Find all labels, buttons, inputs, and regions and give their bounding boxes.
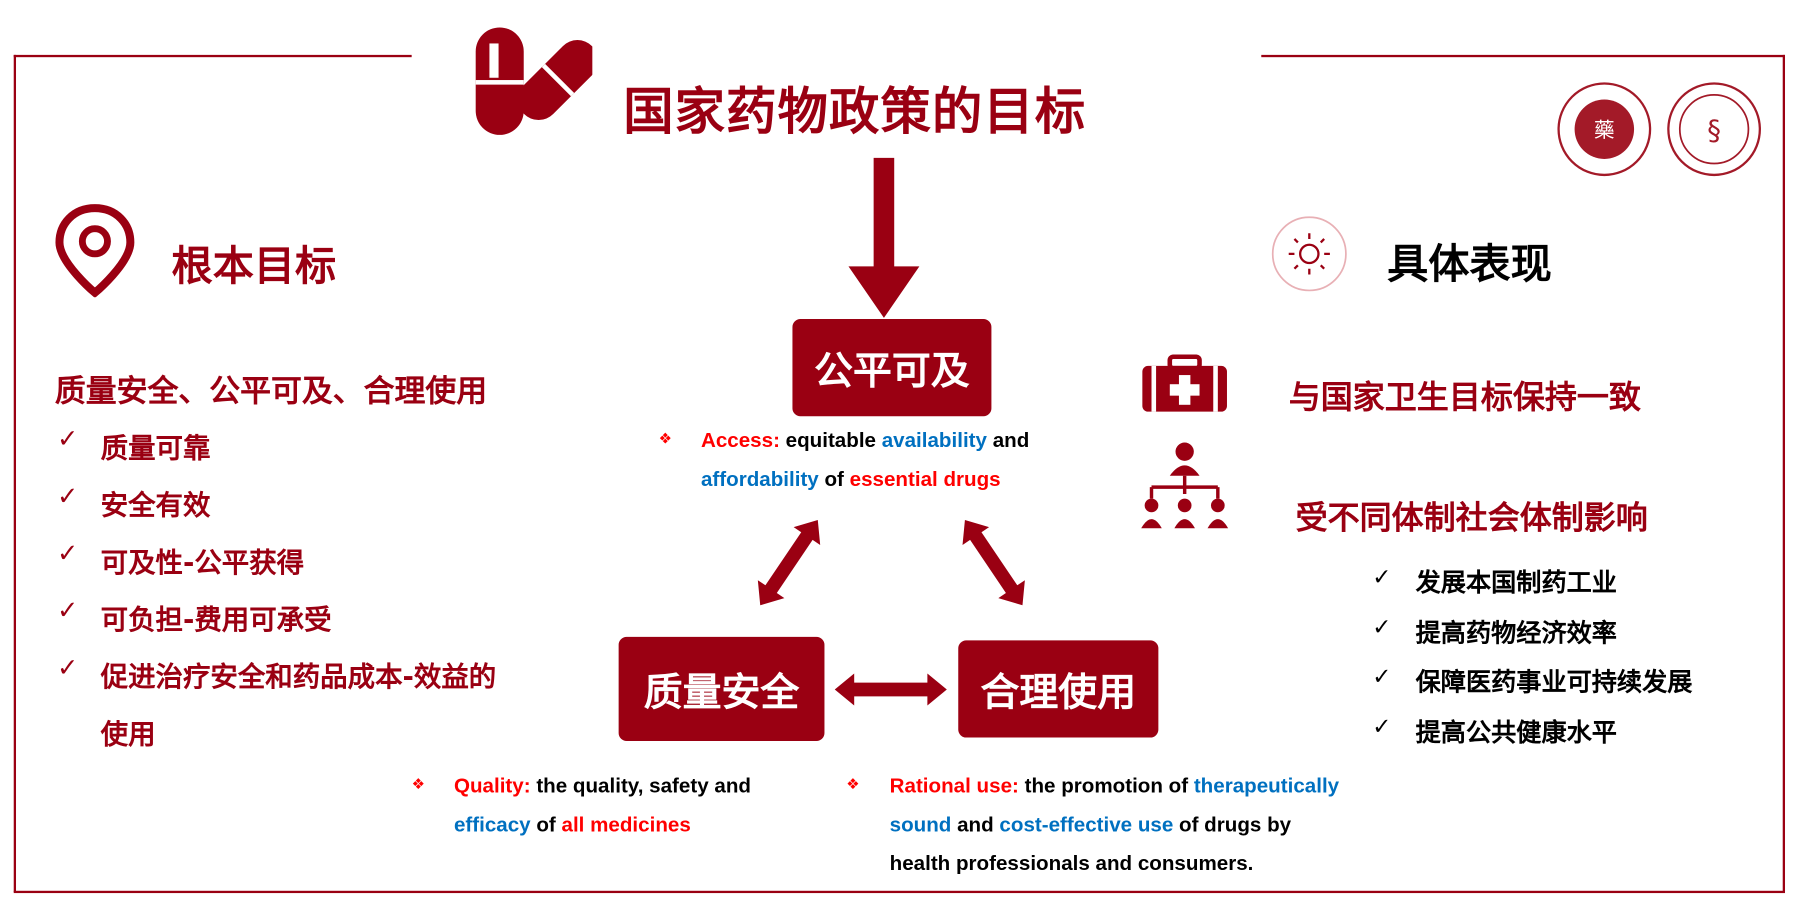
left-list-item: 促进治疗安全和药品成本-效益的 xyxy=(100,660,497,693)
access-text: Access: equitable availability and affor… xyxy=(700,428,1030,491)
left-list-item: 安全有效 xyxy=(100,489,211,522)
frame-top-left xyxy=(13,54,412,57)
left-double-arrow xyxy=(757,519,821,606)
check-icon: ✓ xyxy=(57,654,79,683)
medkit-icon xyxy=(1142,354,1227,412)
frame-right xyxy=(1782,54,1786,892)
bullet-icon: ❖ xyxy=(658,431,672,449)
access-box: 公平可及 xyxy=(792,319,992,417)
check-icon: ✓ xyxy=(57,482,79,512)
check-icon: ✓ xyxy=(1372,711,1392,740)
frame-top-right xyxy=(1261,54,1786,57)
org-chart-icon xyxy=(1141,442,1229,529)
check-icon: ✓ xyxy=(1372,662,1392,690)
check-icon: ✓ xyxy=(57,425,79,454)
down-arrow xyxy=(848,157,920,318)
svg-text:藥: 藥 xyxy=(1594,118,1615,142)
frame-left xyxy=(13,54,16,892)
right-heading: 具体表现 xyxy=(1387,241,1552,289)
right-list-item: 提高公共健康水平 xyxy=(1415,718,1617,748)
right-list-item: 提高药物经济效率 xyxy=(1415,619,1617,648)
left-subtitle: 质量安全、公平可及、合理使用 xyxy=(54,373,488,410)
rational-text: Rational use: the promotion of therapeut… xyxy=(889,774,1340,875)
left-list-item: 使用 xyxy=(100,718,156,751)
bullet-icon: ❖ xyxy=(411,776,425,794)
map-pin-icon xyxy=(55,204,135,298)
check-icon: ✓ xyxy=(1372,562,1392,591)
page-title: 国家药物政策的目标 xyxy=(623,83,1087,142)
ircma-logo: § xyxy=(1667,82,1761,177)
left-heading: 根本目标 xyxy=(171,243,337,291)
horizontal-double-arrow xyxy=(834,673,947,706)
sun-icon xyxy=(1271,216,1347,292)
quality-text: Quality: the quality, safety and efficac… xyxy=(453,774,751,836)
check-icon: ✓ xyxy=(57,539,79,569)
quality-box: 质量安全 xyxy=(618,636,825,741)
right-list-item: 发展本国制药工业 xyxy=(1415,569,1617,599)
rational-box: 合理使用 xyxy=(958,640,1159,738)
frame-bottom xyxy=(13,890,1786,893)
right-line2: 受不同体制社会体制影响 xyxy=(1295,498,1648,537)
bullet-icon: ❖ xyxy=(846,776,860,794)
right-line1: 与国家卫生目标保持一致 xyxy=(1288,378,1641,417)
check-icon: ✓ xyxy=(1372,612,1392,640)
left-list-item: 质量可靠 xyxy=(100,432,211,465)
left-list-item: 可负担-费用可承受 xyxy=(100,603,332,636)
svg-text:§: § xyxy=(1707,116,1721,147)
pill-icon xyxy=(475,27,593,135)
left-list-item: 可及性-公平获得 xyxy=(100,546,305,579)
right-list-item: 保障医药事业可持续发展 xyxy=(1415,668,1693,698)
right-double-arrow xyxy=(962,519,1025,606)
pku-logo: 藥 xyxy=(1557,82,1652,177)
check-icon: ✓ xyxy=(57,596,79,626)
